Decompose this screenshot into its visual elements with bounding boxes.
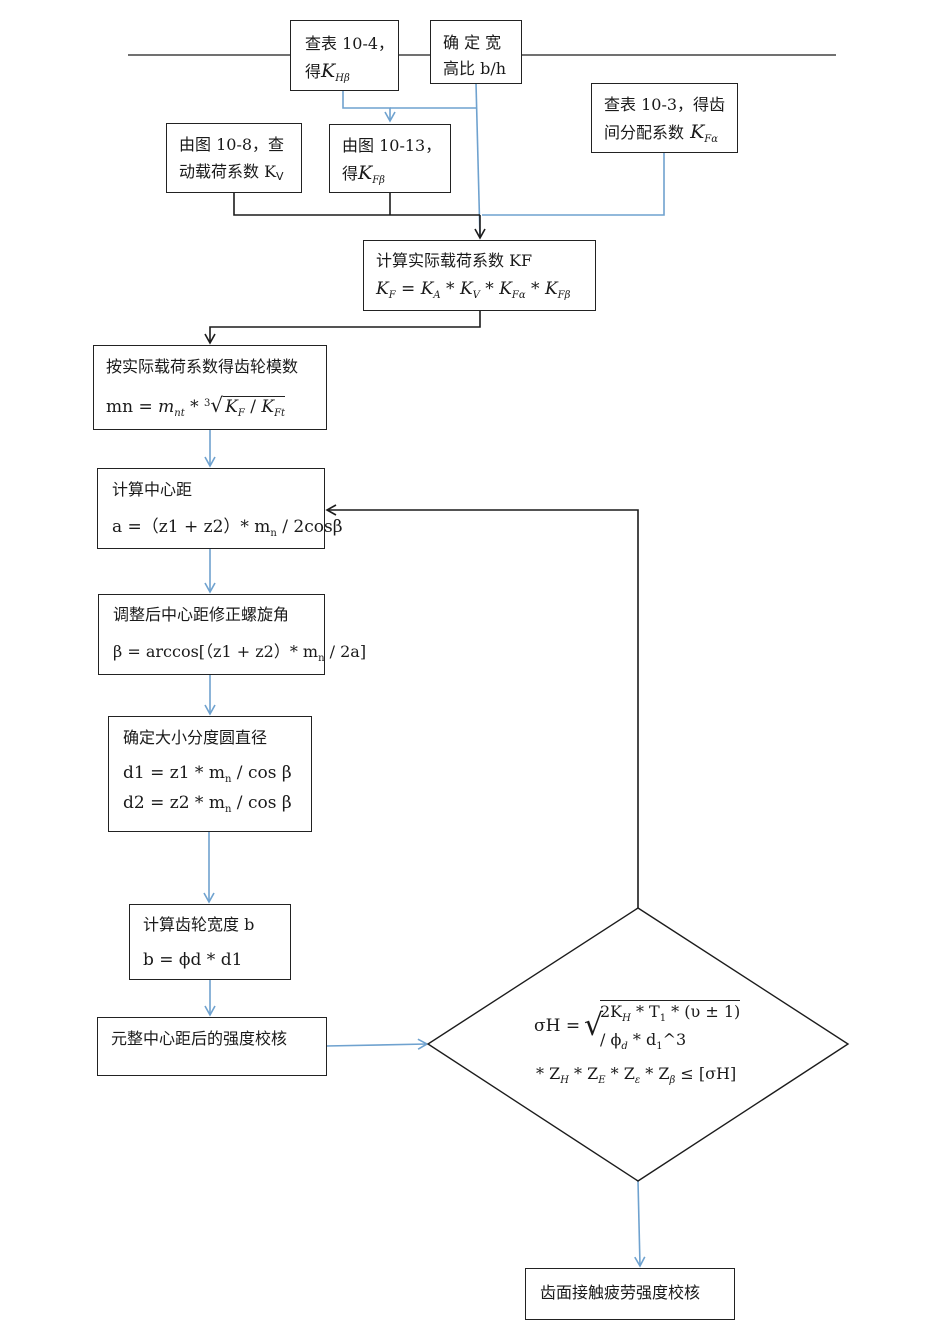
node-gear-module-title: 按实际载荷系数得齿轮模数	[106, 357, 299, 376]
k-symbol: K	[358, 162, 373, 184]
node-center-distance: 计算中心距 a =（z1 + z2）* mn / 2cosβ	[97, 468, 343, 549]
node-helix-angle: 调整后中心距修正螺旋角 β = arccos[（z1 + z2）* mn / 2…	[98, 594, 366, 675]
kv-subscript: V	[276, 170, 284, 183]
node-figure-10-13: 由图 10-13， 得KFβ	[329, 124, 451, 193]
connector-check-to-decision	[325, 1038, 429, 1050]
node-figure-10-8-line2: 动载荷系数 K	[179, 162, 277, 181]
node-contact-fatigue-title: 齿面接触疲劳强度校核	[540, 1283, 701, 1302]
decision-formula: σH = √ 2KH * T1 * (υ ± 1) / ϕd * d1^3 * …	[534, 996, 754, 1092]
node-gear-width-formula: b = ϕd * d1	[143, 950, 243, 970]
node-gear-module: 按实际载荷系数得齿轮模数 mn = mnt * 3√KF / KFt	[93, 345, 327, 430]
k-subscript: Hβ	[335, 73, 350, 84]
node-lookup-table-10-3-line2: 间分配系数	[604, 123, 685, 142]
node-figure-10-13-line1: 由图 10-13，	[342, 136, 442, 155]
node-width-ratio-line1: 确 定 宽	[443, 33, 502, 52]
node-contact-fatigue: 齿面接触疲劳强度校核	[525, 1268, 735, 1320]
connector-kfa-to-load	[482, 153, 665, 216]
node-figure-10-8-line1: 由图 10-8，查	[179, 135, 285, 154]
node-lookup-table-10-4-line1: 查表 10-4，	[305, 34, 395, 53]
node-gear-width: 计算齿轮宽度 b b = ϕd * d1	[129, 904, 291, 980]
node-pitch-diameter: 确定大小分度圆直径 d1 = z1 * mn / cos β d2 = z2 *…	[108, 716, 312, 832]
node-pitch-diameter-d1: d1 = z1 * mn / cos β	[123, 763, 292, 785]
node-figure-10-13-line2: 得	[342, 164, 359, 183]
k-subscript: Fβ	[372, 175, 385, 186]
node-figure-10-8: 由图 10-8，查 动载荷系数 KV	[166, 123, 302, 193]
connector-decision-to-fatigue	[634, 1180, 646, 1268]
node-actual-load-coefficient: 计算实际载荷系数 KF KF = KA * KV * KFα * KFβ	[363, 240, 596, 311]
node-pitch-diameter-title: 确定大小分度圆直径	[123, 728, 268, 747]
decision-lhs: σH =	[534, 1016, 581, 1036]
node-lookup-table-10-3: 查表 10-3，得齿 间分配系数 KFα	[591, 83, 738, 153]
connector-bh-to-load	[475, 82, 481, 239]
connector-loop-back	[325, 504, 639, 908]
node-lookup-table-10-4-line2: 得	[305, 62, 322, 81]
decision-row2: * ZH * ZE * Zε * Zβ ≤ [σH]	[536, 1064, 737, 1086]
node-lookup-table-10-4: 查表 10-4， 得KHβ	[290, 20, 399, 91]
node-width-ratio-line2: 高比 b/h	[443, 59, 507, 78]
node-center-distance-formula: a =（z1 + z2）* mn / 2cosβ	[112, 517, 343, 539]
node-center-distance-title: 计算中心距	[112, 480, 193, 499]
node-width-ratio: 确 定 宽 高比 b/h	[430, 20, 522, 84]
node-lookup-table-10-3-line1: 查表 10-3，得齿	[604, 95, 726, 114]
connector-fig108-to-load	[233, 193, 480, 216]
connector-khb-to-fig1013	[342, 91, 396, 123]
decision-root-sign: √	[584, 1008, 604, 1043]
decision-numerator: 2KH * T1 * (υ ± 1)	[600, 1000, 741, 1029]
k-symbol: K	[690, 121, 705, 143]
node-helix-angle-formula: β = arccos[（z1 + z2）* mn / 2a]	[113, 642, 367, 664]
node-pitch-diameter-d2: d2 = z2 * mn / cos β	[123, 793, 292, 815]
k-subscript: Fα	[704, 134, 718, 145]
node-actual-load-formula: KF = KA * KV * KFα * KFβ	[376, 279, 571, 301]
decision-denominator: / ϕd * d1^3	[600, 1030, 687, 1052]
node-strength-check: 元整中心距后的强度校核	[97, 1017, 327, 1076]
connector-load-to-module	[204, 311, 481, 345]
node-actual-load-title: 计算实际载荷系数 KF	[376, 251, 533, 270]
k-symbol: K	[321, 60, 336, 82]
node-gear-module-formula: mn = mnt * 3√KF / KFt	[106, 393, 286, 419]
node-helix-angle-title: 调整后中心距修正螺旋角	[113, 605, 290, 624]
node-gear-width-title: 计算齿轮宽度 b	[143, 915, 255, 934]
node-strength-check-title: 元整中心距后的强度校核	[111, 1029, 288, 1048]
decision-diamond	[426, 907, 850, 1182]
